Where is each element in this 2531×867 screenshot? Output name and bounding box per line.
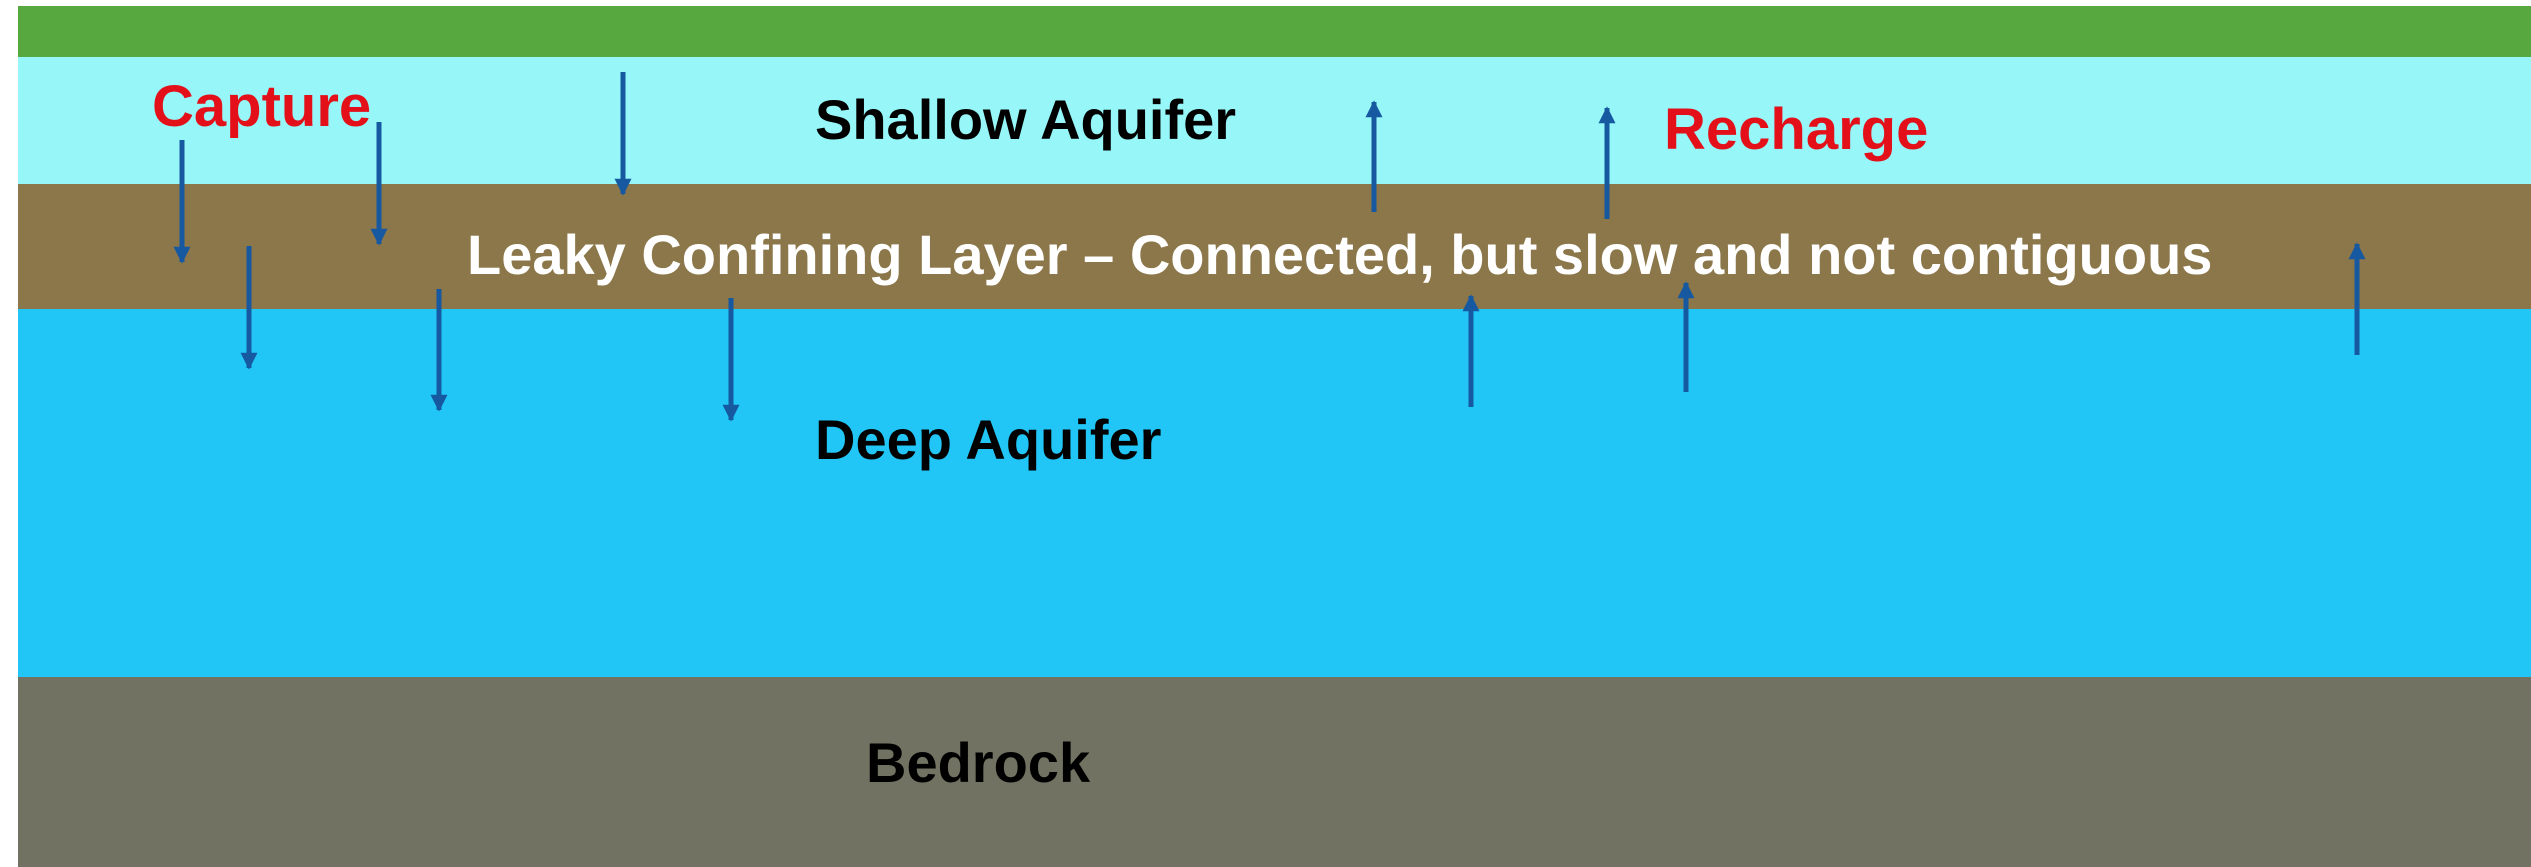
shallow-aquifer-layer [18,57,2531,184]
leaky-confining-layer [18,184,2531,309]
shallow-aquifer-label: Shallow Aquifer [815,88,1237,151]
capture-arrows [173,72,740,422]
confining-layer-label: Leaky Confining Layer – Connected, but s… [467,223,2213,286]
bedrock-label: Bedrock [866,731,1091,794]
capture-label: Capture [152,74,372,139]
recharge-arrows [1365,100,2366,407]
bedrock-layer [18,677,2531,867]
deep-aquifer-label: Deep Aquifer [815,408,1162,471]
recharge-label: Recharge [1664,97,1929,162]
ground-surface-layer [18,6,2531,57]
